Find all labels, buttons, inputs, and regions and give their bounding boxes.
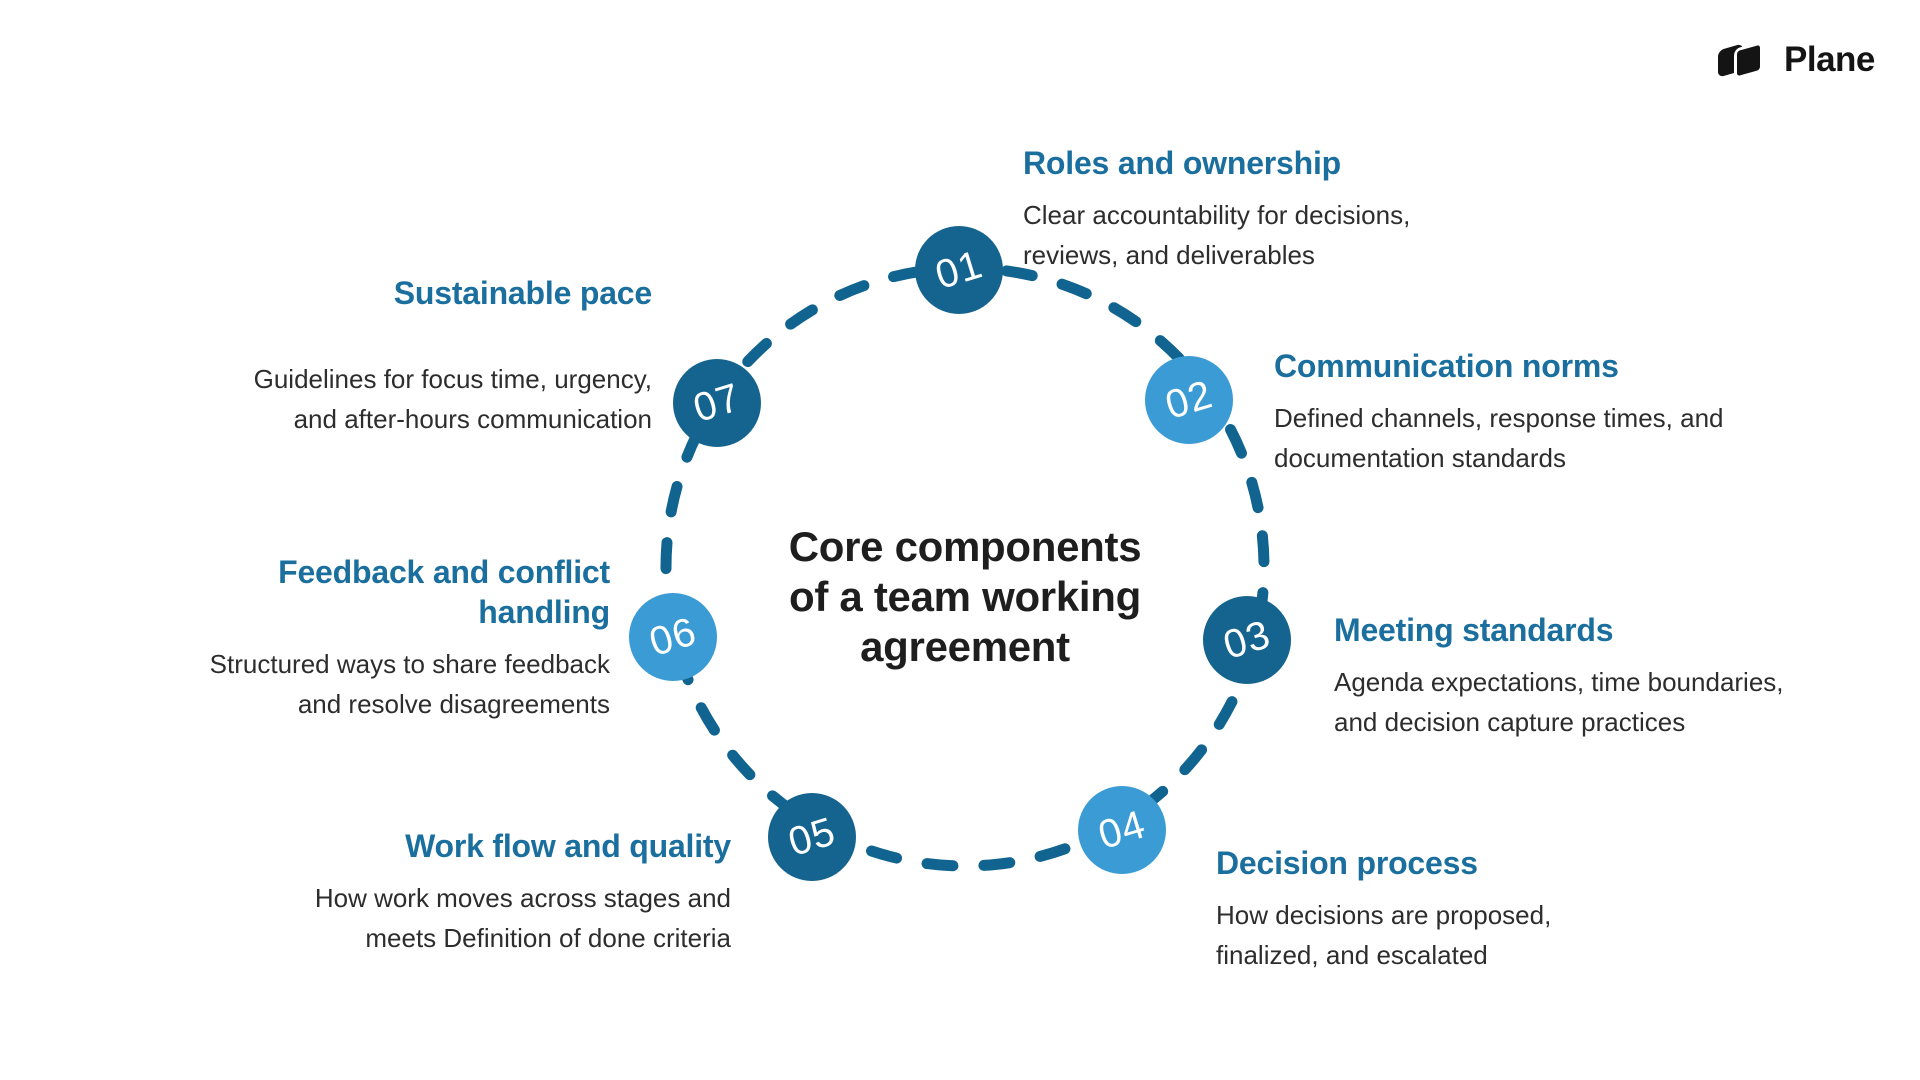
plane-logo-wordmark: Plane — [1784, 40, 1875, 79]
description-line: finalized, and escalated — [1216, 940, 1488, 970]
step-number-07: 07 — [688, 374, 746, 431]
step-number-02: 02 — [1160, 371, 1218, 428]
description-line: Defined channels, response times, and — [1274, 403, 1724, 433]
plane-logo-icon — [1716, 40, 1772, 81]
step-description: How decisions are proposed, finalized, a… — [1216, 895, 1551, 975]
step-description: Agenda expectations, time boundaries, an… — [1334, 662, 1784, 742]
step-heading: Communication norms — [1274, 348, 1619, 384]
step-node-07: 07 — [673, 359, 761, 447]
step-number-03: 03 — [1218, 611, 1276, 668]
step-heading: Work flow and quality — [405, 828, 731, 864]
step-node-06: 06 — [629, 593, 717, 681]
step-number-06: 06 — [644, 608, 702, 665]
description-line: How work moves across stages and — [314, 883, 731, 913]
step-block-work-flow-and-quality: Work flow and quality How work moves acr… — [315, 826, 731, 958]
step-heading: Decision process — [1216, 845, 1478, 881]
diagram-title: Core components of a team working agreem… — [665, 522, 1265, 672]
step-block-decision-process: Decision process How decisions are propo… — [1216, 843, 1551, 975]
step-description: How work moves across stages and meets D… — [315, 878, 731, 958]
step-number-01: 01 — [930, 241, 988, 298]
description-line: meets Definition of done criteria — [365, 923, 731, 953]
step-description: Defined channels, response times, and do… — [1274, 398, 1724, 478]
description-line: and after-hours communication — [293, 404, 652, 434]
heading-line: handling — [478, 594, 610, 630]
step-node-05: 05 — [768, 793, 856, 881]
step-node-02: 02 — [1145, 356, 1233, 444]
description-line: documentation standards — [1274, 443, 1566, 473]
step-block-communication-norms: Communication norms Defined channels, re… — [1274, 346, 1724, 478]
description-line: and resolve disagreements — [297, 689, 610, 719]
step-node-04: 04 — [1078, 786, 1166, 874]
step-block-roles-and-ownership: Roles and ownership Clear accountability… — [1023, 143, 1410, 275]
description-line: Guidelines for focus time, urgency, — [253, 364, 652, 394]
step-node-03: 03 — [1203, 596, 1291, 684]
step-heading: Feedback and conflict handling — [210, 552, 610, 632]
description-line: reviews, and deliverables — [1023, 240, 1315, 270]
description-line: Clear accountability for decisions, — [1023, 200, 1411, 230]
title-line-1: Core components — [788, 523, 1142, 570]
step-heading: Sustainable pace — [393, 275, 652, 311]
description-line: Agenda expectations, time boundaries, — [1334, 667, 1784, 697]
title-line-2: of a team working — [789, 573, 1141, 620]
step-heading: Roles and ownership — [1023, 145, 1342, 181]
step-description: Structured ways to share feedback and re… — [210, 644, 610, 724]
title-line-3: agreement — [860, 623, 1070, 670]
step-description: Guidelines for focus time, urgency, and … — [254, 359, 652, 439]
step-block-feedback-and-conflict-handling: Feedback and conflict handling Structure… — [210, 552, 611, 724]
step-number-04: 04 — [1093, 801, 1151, 858]
description-line: How decisions are proposed, — [1216, 900, 1552, 930]
description-line: and decision capture practices — [1334, 707, 1686, 737]
step-number-05: 05 — [783, 808, 841, 865]
step-block-sustainable-pace: Sustainable pace Guidelines for focus ti… — [254, 273, 653, 439]
heading-line: Feedback and conflict — [278, 554, 610, 590]
step-block-meeting-standards: Meeting standards Agenda expectations, t… — [1334, 610, 1784, 742]
description-line: Structured ways to share feedback — [209, 649, 610, 679]
step-node-01: 01 — [915, 226, 1003, 314]
step-description: Clear accountability for decisions, revi… — [1023, 195, 1410, 275]
plane-logo: Plane — [1716, 40, 1875, 81]
step-heading: Meeting standards — [1334, 612, 1614, 648]
